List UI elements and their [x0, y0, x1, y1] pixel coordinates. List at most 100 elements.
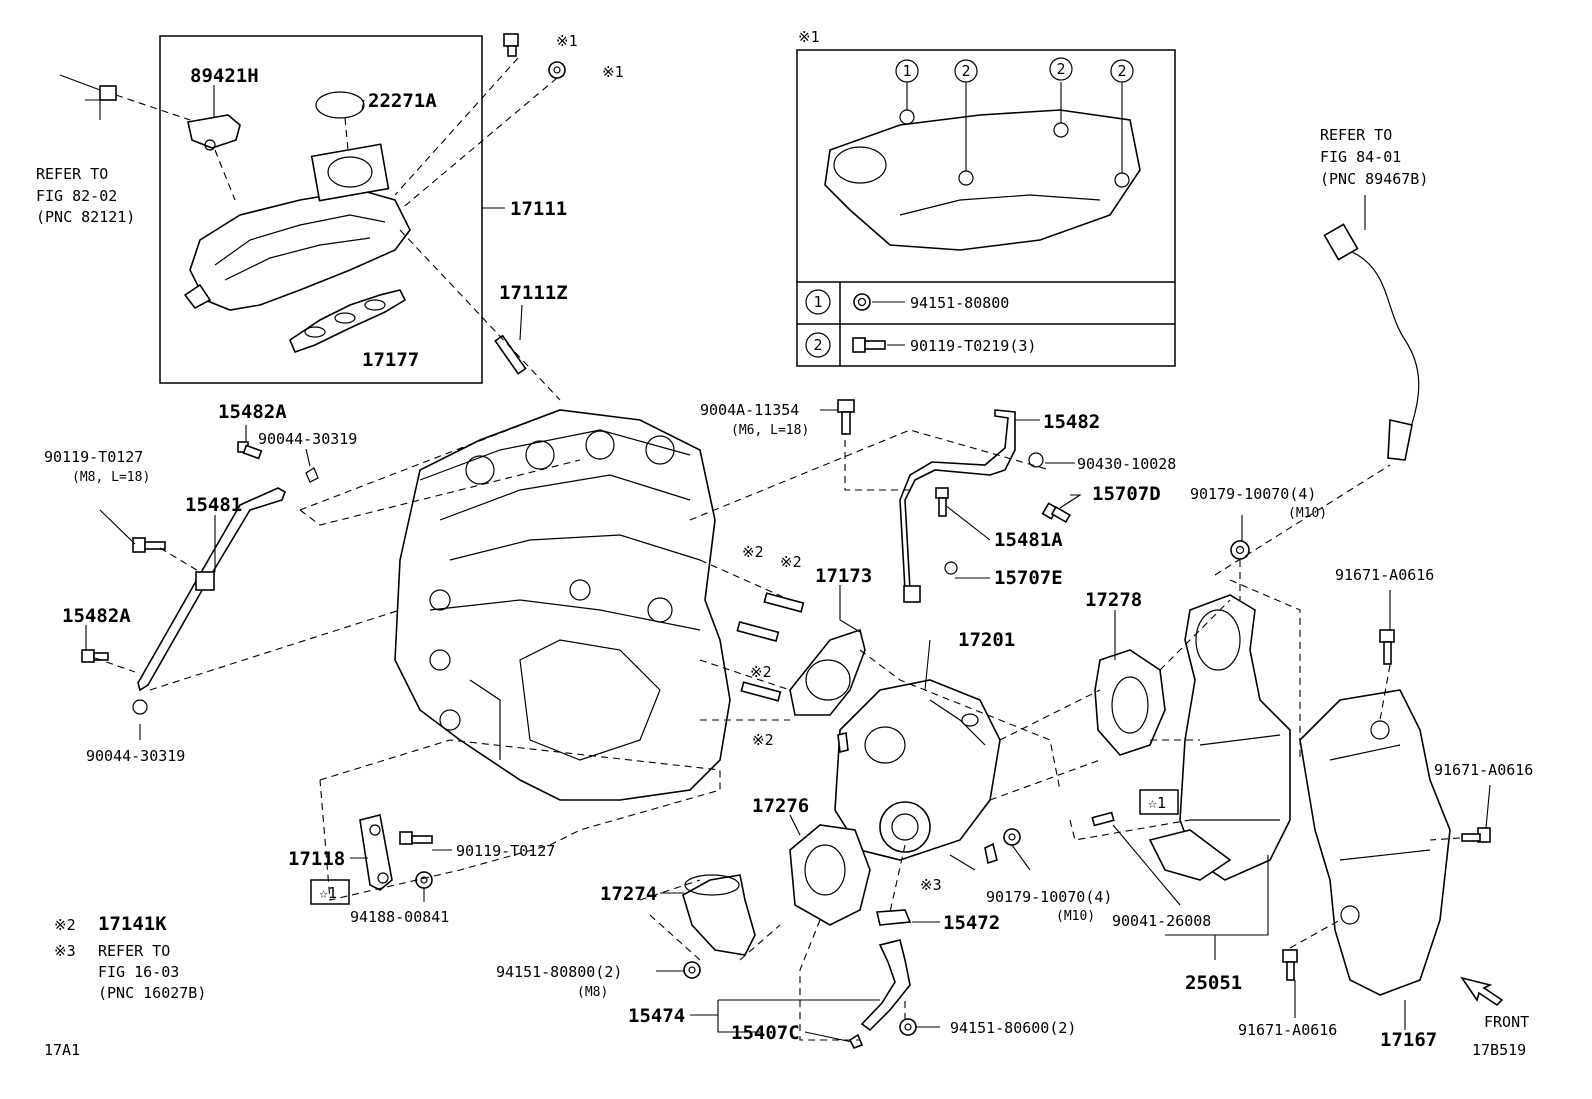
- callout-90044-bottom: 90044-30319: [86, 747, 185, 765]
- front-label: FRONT: [1484, 1013, 1529, 1031]
- nut-icon: [548, 61, 566, 79]
- callout-91671-b: 91671-A0616: [1434, 761, 1533, 779]
- svg-text:2: 2: [813, 336, 822, 354]
- inset-row2-part: 90119-T0219(3): [910, 337, 1036, 355]
- callout-15482: 15482: [1043, 411, 1100, 433]
- callout-17177: 17177: [362, 349, 419, 371]
- bolt-icon: [1379, 629, 1395, 665]
- bracket-17118: [359, 814, 393, 891]
- callout-17276: 17276: [752, 795, 809, 817]
- inset-row2-circle: 2: [805, 332, 831, 358]
- gasket-icon: [305, 467, 319, 483]
- callout-15482A-bottom: 15482A: [62, 605, 131, 627]
- turbo-gasket-17173: [789, 628, 866, 716]
- callout-15474: 15474: [628, 1005, 685, 1027]
- callout-leader-lines: [85, 85, 1491, 1043]
- callout-17111Z: 17111Z: [499, 282, 568, 304]
- callout-90044-top: 90044-30319: [258, 430, 357, 448]
- bolt-icon: [1282, 949, 1298, 981]
- elbow-17276: [789, 824, 871, 926]
- refer-left-line3: (PNC 82121): [36, 208, 135, 226]
- oil-pipe-15482: [899, 409, 1016, 591]
- inset-box-note-1: [796, 49, 1176, 367]
- callout-94188: 94188-00841: [350, 908, 449, 926]
- map-sensor-89421H: [187, 114, 241, 151]
- stud-bolt-17111Z: [494, 334, 527, 375]
- intake-gasket-17177: [289, 289, 407, 354]
- callout-22271A: 22271A: [368, 90, 437, 112]
- union-bolt-icon: [237, 441, 263, 460]
- intake-manifold-drawing: [183, 143, 411, 311]
- inset-callout-circle-2a: 2: [954, 59, 978, 83]
- callout-15481A: 15481A: [994, 529, 1063, 551]
- gasket-15472: [876, 909, 912, 926]
- svg-text:2: 2: [961, 62, 970, 80]
- callout-15482A-top: 15482A: [218, 401, 287, 423]
- refer-right-line3: (PNC 89467B): [1320, 170, 1428, 188]
- plug-15407C: [848, 1033, 864, 1050]
- inset-row1-part: 94151-80800: [910, 294, 1009, 312]
- note-mark-2c: ※2: [750, 663, 772, 681]
- refer-right-line1: REFER TO: [1320, 126, 1392, 144]
- bolt-icon: [1041, 502, 1071, 524]
- bolt-icon: [837, 399, 855, 435]
- svg-text:2: 2: [1117, 62, 1126, 80]
- star-mark-left: ☆1: [319, 884, 337, 902]
- sensor-cable-left: [59, 74, 101, 91]
- union-bolt-icon: [81, 649, 109, 663]
- callout-90119-bottom: 90119-T0127: [456, 842, 555, 860]
- callout-94151-b: 94151-80600(2): [950, 1019, 1076, 1037]
- heat-insulator-17167: [1299, 689, 1451, 996]
- nut-icon: [1230, 540, 1250, 560]
- nut-icon: [683, 961, 701, 979]
- legend-note-2: 17141K: [98, 913, 167, 935]
- callout-90179-top-sub: (M10): [1288, 506, 1327, 521]
- callout-94151-a: 94151-80800(2): [496, 963, 622, 981]
- callout-90179-top: 90179-10070(4): [1190, 485, 1316, 503]
- callout-94151-a-sub: (M8): [577, 985, 608, 1000]
- assembly-dashed-lines: [94, 57, 1461, 1041]
- callout-90119-left-sub: (M8, L=18): [72, 470, 150, 485]
- gasket-icon: [944, 561, 958, 575]
- callout-15707D: 15707D: [1092, 483, 1161, 505]
- note-mark-2a: ※2: [742, 543, 764, 561]
- callout-17173: 17173: [815, 565, 872, 587]
- callout-9004A-sub: (M6, L=18): [731, 423, 809, 438]
- oil-pipe-15481: [137, 487, 286, 692]
- oil-return-pipe-15474: [860, 939, 911, 1032]
- inset-mark: ※1: [798, 28, 820, 46]
- note-mark-3: ※3: [920, 876, 942, 894]
- star-box-right: [1139, 789, 1179, 815]
- nut-icon: [415, 871, 433, 889]
- star-box-left: [310, 879, 350, 905]
- callout-90430: 90430-10028: [1077, 455, 1176, 473]
- nut-icon: [899, 1018, 917, 1036]
- clip-icon: [984, 842, 998, 865]
- stud-icon: [837, 732, 849, 753]
- inset-row1-circle: 1: [805, 289, 831, 315]
- callout-91671-c: 91671-A0616: [1238, 1021, 1337, 1039]
- union-bolt-icon: [935, 487, 949, 517]
- svg-text:1: 1: [813, 293, 822, 311]
- svg-text:2: 2: [1056, 60, 1065, 78]
- note-mark-1a: ※1: [556, 32, 578, 50]
- diagram-code-right: 17B519: [1472, 1041, 1526, 1059]
- oxygen-sensor-cable: [1323, 223, 1420, 461]
- catalytic-converter-25051: [1148, 594, 1291, 881]
- callout-25051: 25051: [1185, 972, 1242, 994]
- bolt-icon: [132, 537, 166, 553]
- callout-90041: 90041-26008: [1112, 912, 1211, 930]
- refer-left-line2: FIG 82-02: [36, 187, 117, 205]
- callout-17167: 17167: [1380, 1029, 1437, 1051]
- callout-17111: 17111: [510, 198, 567, 220]
- callout-15407C: 15407C: [731, 1022, 800, 1044]
- intake-manifold-group-box: [159, 35, 483, 384]
- exhaust-gasket-17278: [1094, 649, 1166, 756]
- legend-note-3-line2: FIG 16-03: [98, 963, 179, 981]
- diagram-code-left: 17A1: [44, 1041, 80, 1059]
- star-mark-right: ☆1: [1148, 794, 1166, 812]
- callout-17201: 17201: [958, 629, 1015, 651]
- stud-bolts-17141K: [736, 592, 805, 702]
- cylinder-head-engine-block: [394, 409, 731, 801]
